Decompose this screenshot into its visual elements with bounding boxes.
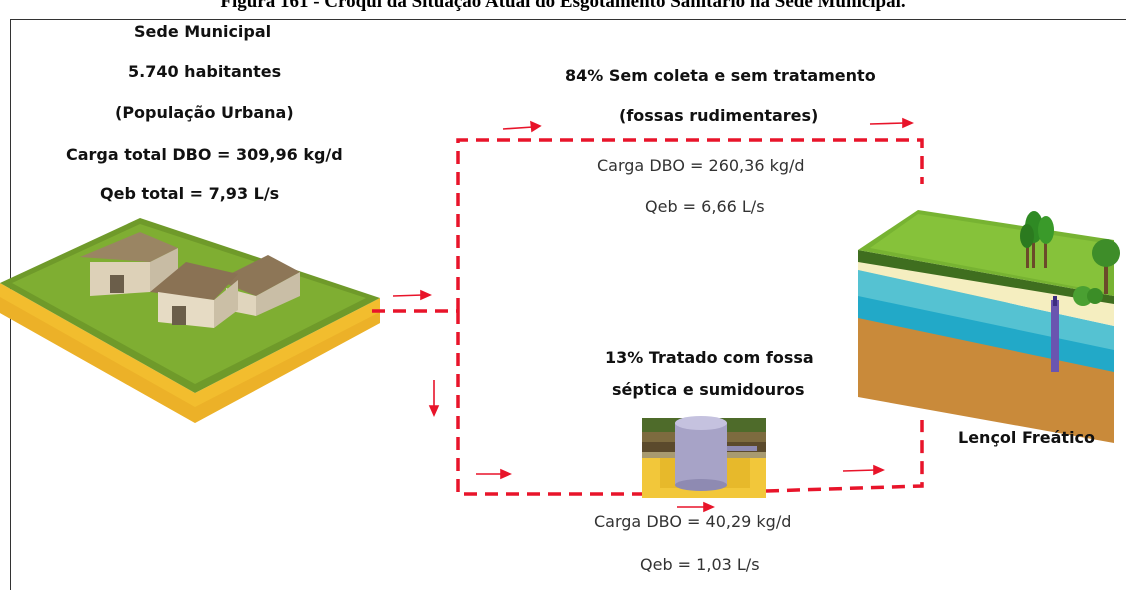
upper-path-flow: Qeb = 6,66 L/s (645, 197, 765, 216)
upper-path-load: Carga DBO = 260,36 kg/d (597, 156, 805, 175)
source-load: Carga total DBO = 309,96 kg/d (66, 145, 343, 164)
upper-path-subheading: (fossas rudimentares) (619, 106, 819, 125)
flow-arrows (392, 117, 914, 513)
flow-arrow-icon (392, 289, 432, 301)
lower-path-heading: 13% Tratado com fossa (605, 348, 814, 367)
flow-arrow-icon (502, 120, 542, 133)
lower-path-load: Carga DBO = 40,29 kg/d (594, 512, 792, 531)
upper-path-heading: 84% Sem coleta e sem tratamento (565, 66, 876, 85)
flow-arrow-icon (476, 468, 512, 480)
lower-path-subheading: séptica e sumidouros (612, 380, 805, 399)
source-flow: Qeb total = 7,93 L/s (100, 184, 280, 203)
houses-on-land-icon (0, 218, 380, 423)
septic-tank-icon (642, 416, 766, 498)
groundwater-label: Lençol Freático (958, 428, 1096, 447)
source-title: Sede Municipal (134, 22, 272, 41)
groundwater-section-icon (858, 210, 1120, 443)
flow-line-upper (456, 138, 924, 311)
flow-arrow-icon (428, 380, 440, 417)
flow-arrow-icon (677, 501, 715, 513)
figure-title: Figura 161 - Croqui da Situação Atual do… (220, 0, 906, 12)
flow-line-lower-exit (765, 420, 924, 493)
source-population: 5.740 habitantes (128, 62, 282, 81)
flow-line-lower (456, 311, 642, 496)
flow-arrow-icon (869, 117, 914, 129)
flow-arrow-icon (842, 464, 885, 476)
lower-path-flow: Qeb = 1,03 L/s (640, 555, 760, 574)
source-population-type: (População Urbana) (115, 103, 294, 122)
flow-lines (372, 138, 924, 496)
